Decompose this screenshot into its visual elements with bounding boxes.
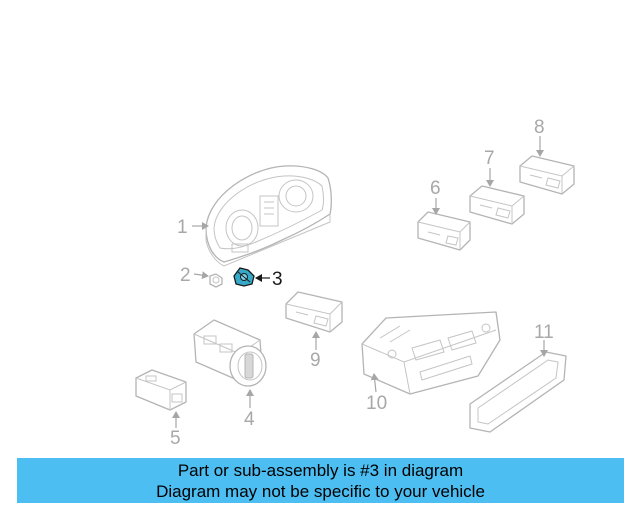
leader-2 [193, 271, 209, 280]
banner-line-1: Part or sub-assembly is #3 in diagram [177, 461, 464, 480]
switch-module-8-part[interactable] [519, 155, 575, 195]
callout-10: 10 [366, 393, 387, 414]
callout-2: 2 [180, 265, 191, 286]
callout-1: 1 [177, 217, 188, 238]
callout-7: 7 [484, 148, 495, 169]
switch-module-6-part[interactable] [417, 211, 471, 251]
switch-module-7-part[interactable] [469, 185, 525, 225]
info-banner: Part or sub-assembly is #3 in diagram Di… [17, 458, 624, 503]
callout-6: 6 [430, 178, 441, 199]
headlight-switch-part[interactable] [193, 319, 267, 387]
climate-control-unit-part[interactable] [361, 311, 501, 395]
callout-4: 4 [244, 409, 255, 430]
bulb-part[interactable] [209, 273, 223, 288]
callout-3: 3 [272, 269, 283, 290]
small-switch-part[interactable] [135, 369, 187, 411]
callout-11: 11 [534, 322, 554, 343]
instrument-cluster-part[interactable] [205, 165, 332, 267]
switch-module-9-part[interactable] [285, 291, 343, 333]
banner-line-2: Diagram may not be specific to your vehi… [156, 482, 485, 501]
callout-5: 5 [170, 428, 181, 449]
bulb-socket-part-highlighted[interactable] [233, 267, 255, 287]
callout-9: 9 [310, 350, 321, 371]
callout-8: 8 [534, 117, 545, 138]
leader-10 [370, 373, 379, 393]
callout-labels: 1 2 3 4 5 6 7 8 9 10 11 [170, 117, 554, 449]
callout-leaders [172, 136, 548, 428]
